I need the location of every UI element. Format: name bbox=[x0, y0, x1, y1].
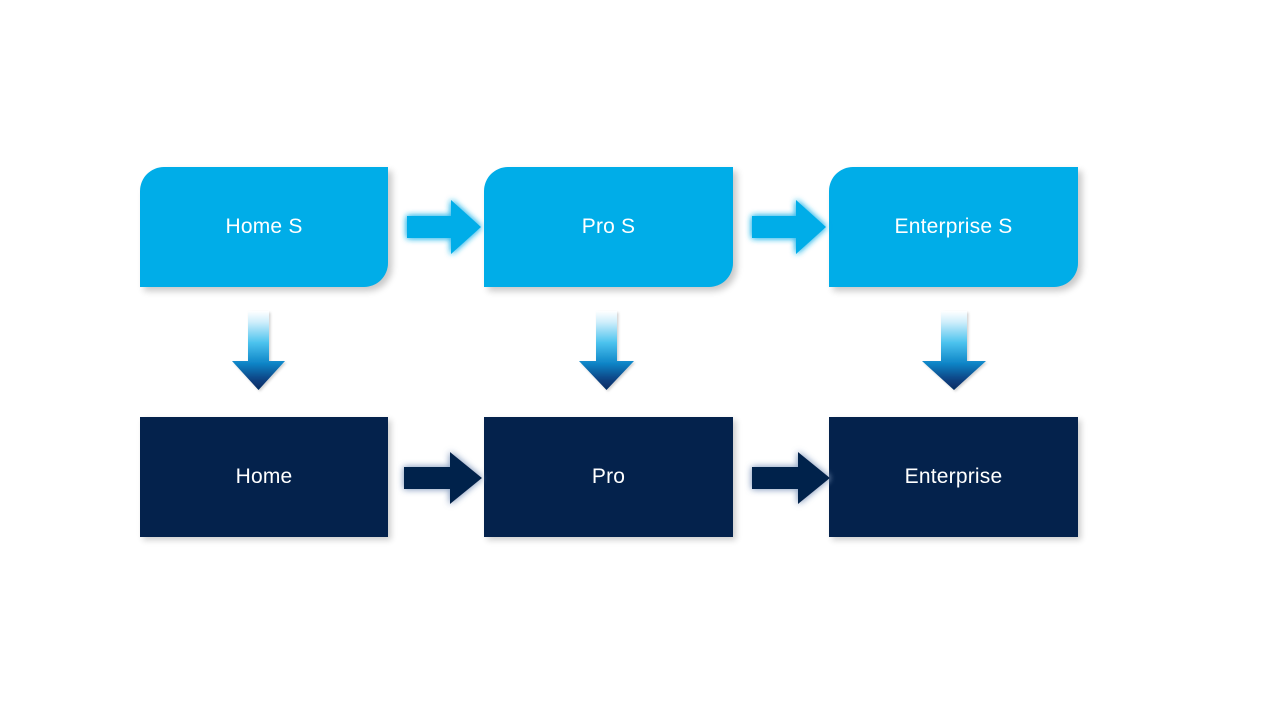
node-enterprise[interactable]: Enterprise bbox=[829, 417, 1078, 537]
node-home[interactable]: Home bbox=[140, 417, 388, 537]
node-home-label: Home bbox=[235, 465, 293, 489]
node-pro-label: Pro bbox=[591, 465, 626, 489]
node-enterprise-s[interactable]: Enterprise S bbox=[829, 167, 1078, 287]
arrow-right-icon-home-s-to-pro-s bbox=[407, 200, 481, 254]
arrow-right-icon-home-to-pro bbox=[404, 452, 482, 504]
arrow-down-icon-home-s-to-home bbox=[232, 311, 285, 390]
node-pro[interactable]: Pro bbox=[484, 417, 733, 537]
arrow-right-icon-pro-s-to-enterprise-s bbox=[752, 200, 826, 254]
node-pro-s[interactable]: Pro S bbox=[484, 167, 733, 287]
arrow-right-icon-pro-to-enterprise bbox=[752, 452, 830, 504]
node-home-s-label: Home S bbox=[225, 215, 303, 239]
arrow-down-icon-pro-s-to-pro bbox=[579, 311, 634, 390]
node-home-s[interactable]: Home S bbox=[140, 167, 388, 287]
node-enterprise-s-label: Enterprise S bbox=[894, 215, 1013, 239]
arrow-down-icon-enterprise-s-to-enterprise bbox=[922, 311, 986, 390]
node-pro-s-label: Pro S bbox=[581, 215, 636, 239]
node-enterprise-label: Enterprise bbox=[904, 465, 1003, 489]
